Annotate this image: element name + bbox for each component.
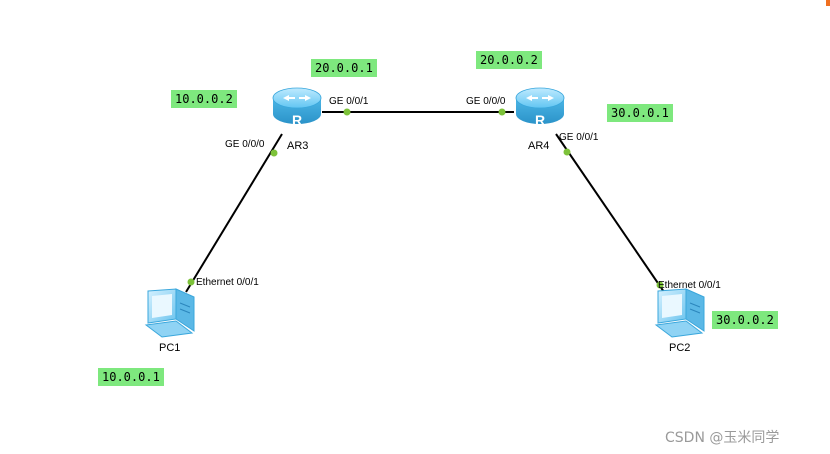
pc-icon-pc1[interactable]: [144, 288, 195, 338]
device-label-ar3: AR3: [287, 140, 309, 152]
router-icon-ar3[interactable]: R: [272, 87, 322, 128]
svg-text:R: R: [292, 112, 302, 128]
ip-label-pc1[interactable]: 10.0.0.1: [98, 368, 164, 386]
svg-text:R: R: [535, 112, 545, 128]
link-ar3-pc1[interactable]: [185, 133, 283, 293]
device-label-ar4: AR4: [528, 140, 550, 152]
device-label-pc1: PC1: [159, 342, 181, 354]
device-label-pc2: PC2: [669, 342, 691, 354]
port-dot-pc1-eth[interactable]: [187, 278, 195, 286]
router-icon-ar4[interactable]: R: [515, 87, 565, 128]
port-label-pc1-eth: Ethernet 0/0/1: [196, 277, 259, 288]
port-dot-ar4-ge001[interactable]: [563, 148, 571, 156]
link-ar4-pc2[interactable]: [555, 133, 665, 293]
ip-label-ar3-right[interactable]: 20.0.0.1: [311, 59, 377, 77]
ip-label-ar4-left[interactable]: 20.0.0.2: [476, 51, 542, 69]
ip-label-ar3-left[interactable]: 10.0.0.2: [171, 90, 237, 108]
port-label-ar4-ge001: GE 0/0/1: [559, 132, 599, 143]
port-label-ar3-ge001: GE 0/0/1: [329, 96, 369, 107]
port-label-ar4-ge000: GE 0/0/0: [466, 96, 506, 107]
port-dot-ar4-ge000[interactable]: [498, 108, 506, 116]
csdn-watermark: CSDN @玉米同学: [665, 430, 780, 446]
port-label-pc2-eth: Ethernet 0/0/1: [658, 280, 721, 291]
port-dot-pc2-eth[interactable]: [656, 281, 664, 289]
corner-marker: [826, 0, 830, 6]
pc-icon-pc2[interactable]: [654, 288, 705, 338]
ip-label-pc2[interactable]: 30.0.0.2: [712, 311, 778, 329]
port-label-ar3-ge000: GE 0/0/0: [225, 139, 265, 150]
port-dot-ar3-ge001[interactable]: [343, 108, 351, 116]
ip-label-ar4-right[interactable]: 30.0.0.1: [607, 104, 673, 122]
port-dot-ar3-ge000[interactable]: [270, 149, 278, 157]
